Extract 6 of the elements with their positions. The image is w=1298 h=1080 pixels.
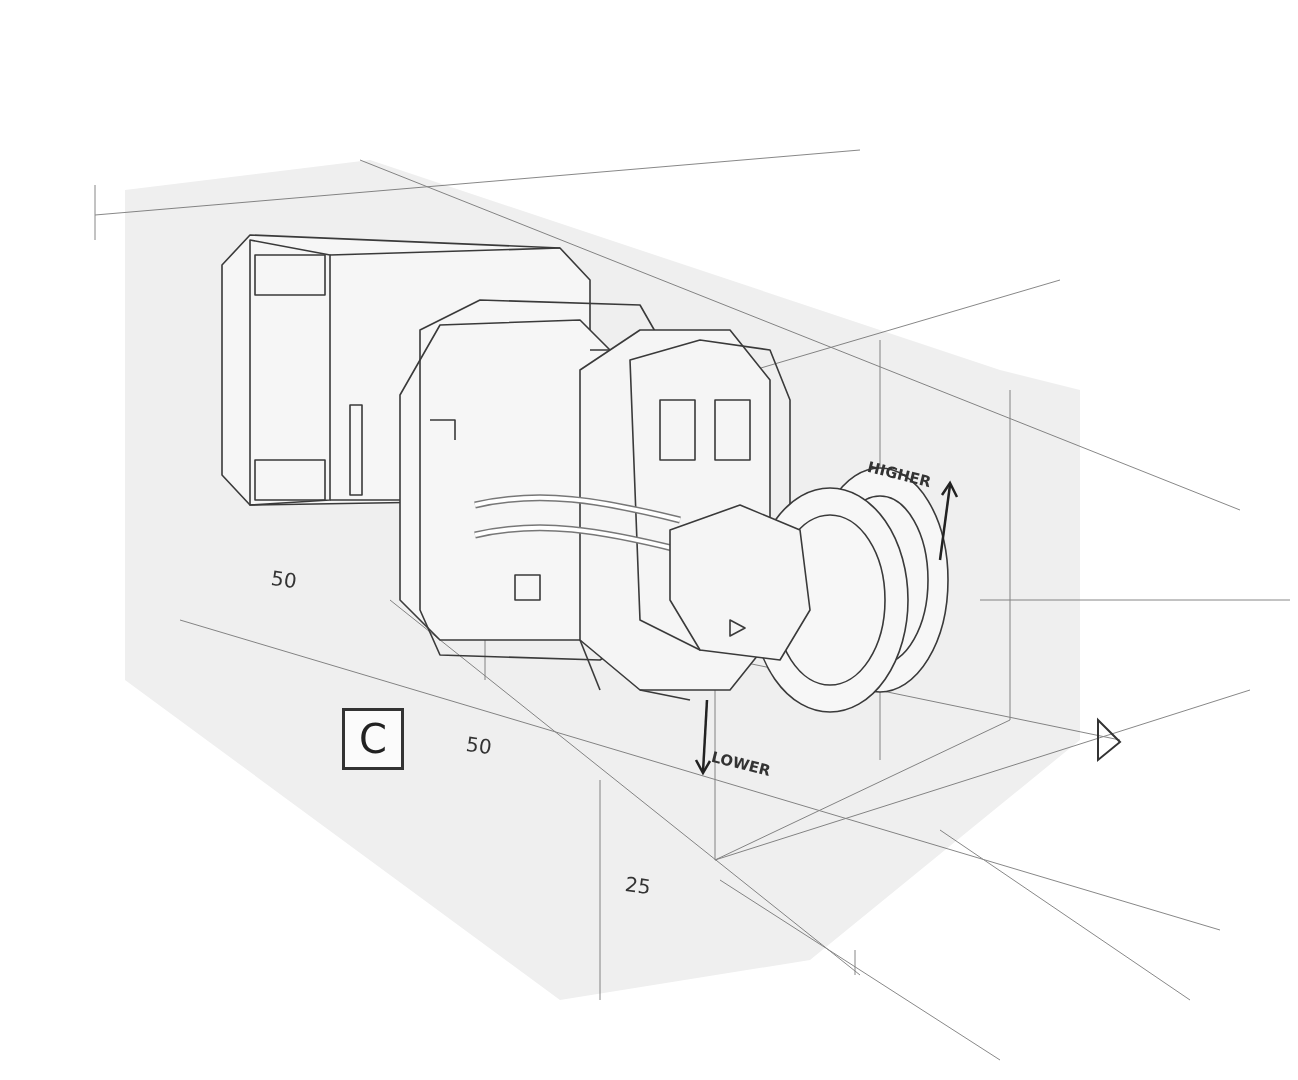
panel-letter: C (359, 719, 387, 759)
letter-box (342, 708, 404, 770)
dimension-label: 50 (464, 732, 494, 760)
dimension-label: 50 (269, 566, 299, 594)
direction-label: LOWER (709, 748, 773, 780)
dimension-label: 25 (623, 872, 653, 900)
